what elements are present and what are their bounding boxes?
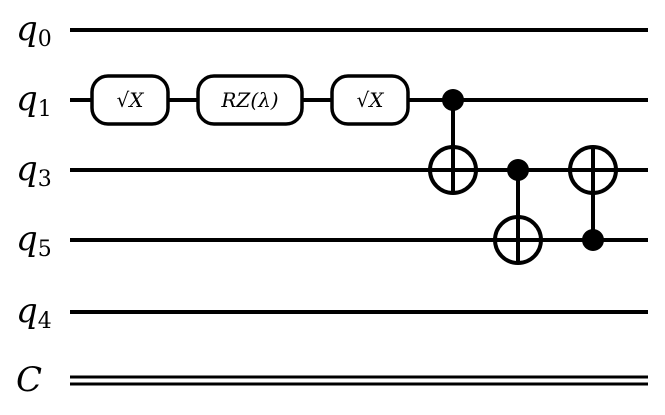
wire-label: q0 <box>16 9 52 52</box>
single-qubit-gates: √X RZ(λ) √X <box>90 74 410 126</box>
control-dot <box>507 159 529 181</box>
wire-label: C <box>16 360 42 400</box>
gate-box <box>196 74 304 126</box>
wire-label: q1 <box>16 79 52 122</box>
wire-label: q3 <box>16 149 52 192</box>
gate-label: √X <box>357 88 385 112</box>
wire-label-index: 3 <box>38 167 52 192</box>
wire-label-index: 0 <box>38 27 52 52</box>
gate-label: RZ(λ) <box>220 88 278 112</box>
wire-label-letter: q <box>16 291 38 331</box>
wire-label: q5 <box>16 219 52 262</box>
control-dot <box>582 229 604 251</box>
control-dot <box>442 89 464 111</box>
gate-box <box>90 74 170 126</box>
gate-label: √X <box>117 88 145 112</box>
controlled-x-gates <box>428 89 618 265</box>
wire-label-index: 4 <box>38 309 52 334</box>
wire-label-letter: q <box>16 79 38 119</box>
wire-label-index: 1 <box>38 97 52 122</box>
wire-label-letter: q <box>16 9 38 49</box>
wire-label-letter: C <box>16 360 42 400</box>
wire-label-index: 5 <box>38 237 52 262</box>
wire-label: q4 <box>16 291 52 334</box>
gate-box <box>330 74 410 126</box>
wire-label-letter: q <box>16 149 38 189</box>
wire-label-letter: q <box>16 219 38 259</box>
